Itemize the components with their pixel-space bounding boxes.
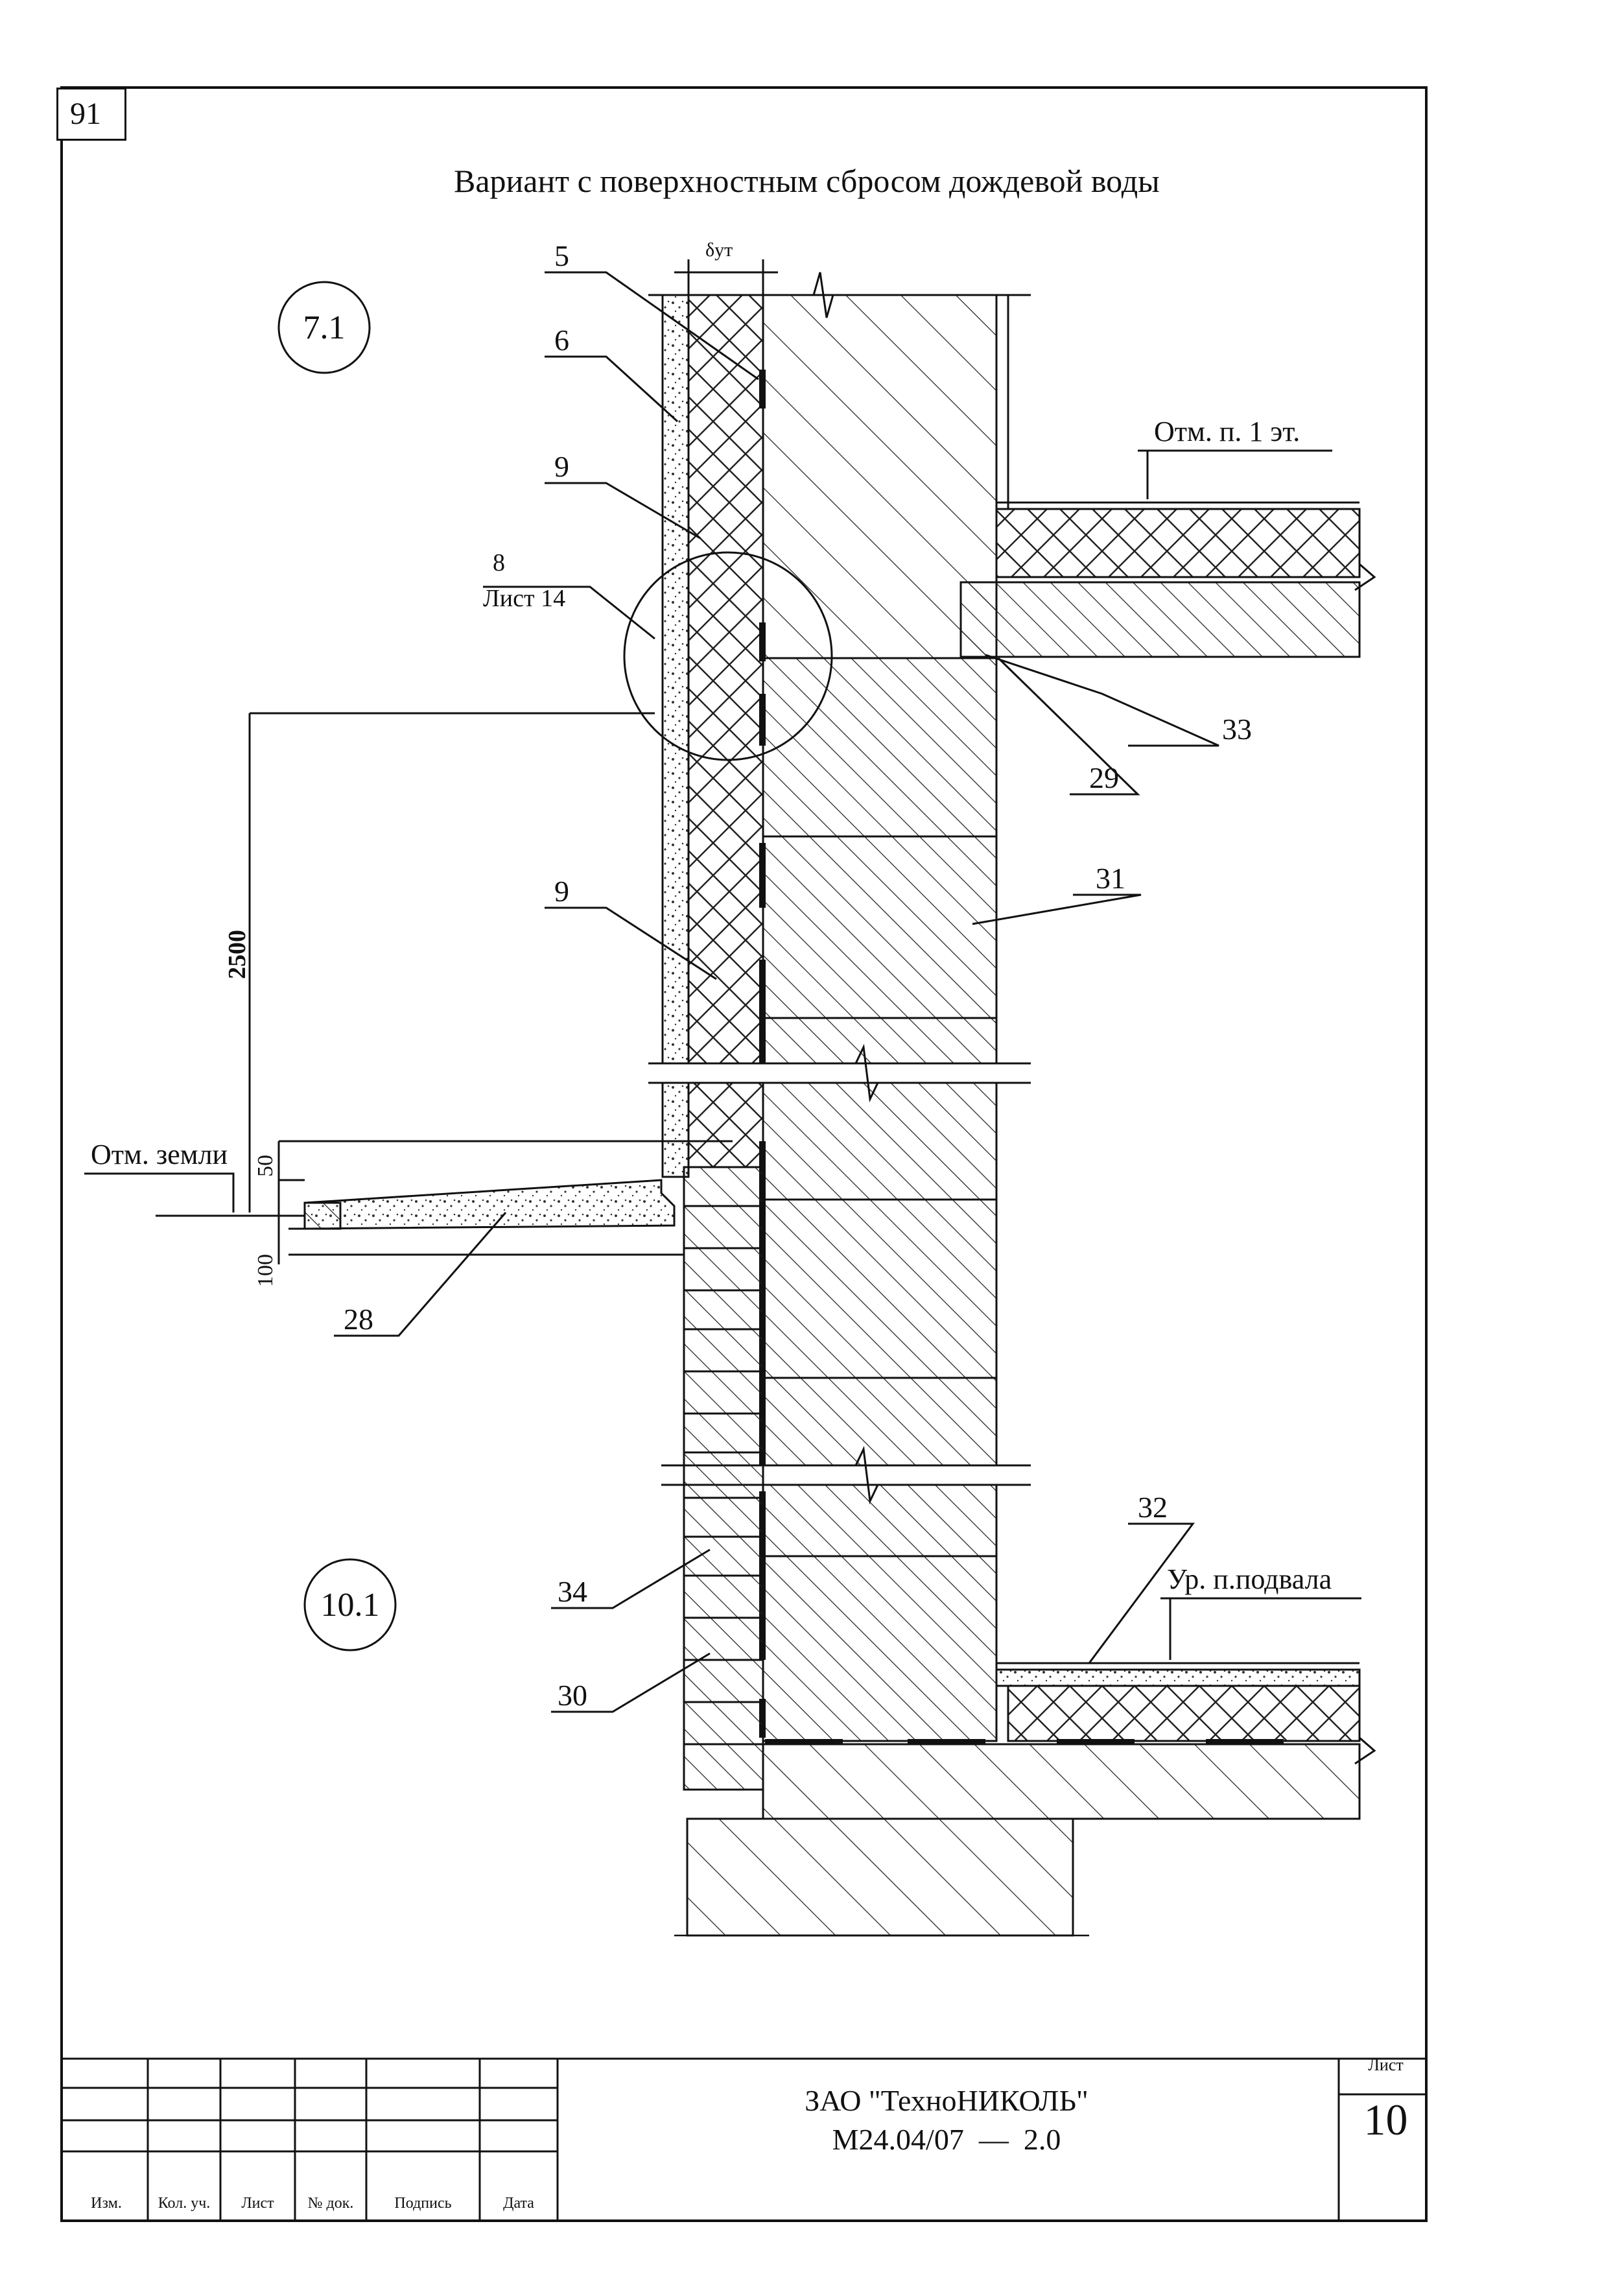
slab-break (1354, 563, 1376, 591)
level-ground: Отм. земли (91, 1139, 228, 1170)
stamp-col-change: Изм. (91, 2195, 122, 2212)
basement-insulation (1007, 1685, 1361, 1742)
callout-leaders (84, 271, 1361, 1713)
floor-slab (959, 581, 1361, 658)
dimension-50: 50 (253, 1155, 277, 1177)
callout-28: 28 (344, 1303, 373, 1336)
dimension-100: 100 (253, 1254, 277, 1287)
insulation-layer (687, 294, 764, 1168)
stamp-col-date: Дата (503, 2195, 534, 2212)
sheet-number: 10 (1363, 2095, 1408, 2144)
break-mark-top (812, 272, 834, 318)
callout-30: 30 (558, 1679, 587, 1712)
wall-break-1 (648, 1043, 1031, 1103)
callout-29: 29 (1089, 761, 1119, 794)
document-code: М24.04/07 — 2.0 (832, 2123, 1061, 2156)
curb-stone (303, 1201, 342, 1230)
sheet-label: Лист (1368, 2055, 1404, 2074)
level-first-floor: Отм. п. 1 эт. (1154, 416, 1300, 447)
basement-waterproofing (765, 1739, 1284, 1745)
callout-33: 33 (1222, 713, 1252, 746)
brick-courses (684, 1205, 763, 1745)
stamp-col-doc: № док. (307, 2195, 354, 2212)
detail-marker-7-1-label: 7.1 (303, 309, 346, 346)
title-block-company: ЗАО "ТехноНИКОЛЬ" М24.04/07 — 2.0 (558, 2081, 1336, 2159)
detail-marker-7-1 (277, 281, 371, 374)
block-joints (763, 835, 996, 1557)
sheet-frame (60, 86, 1428, 2222)
footing (686, 1817, 1074, 1937)
thickness-dimension (674, 259, 778, 295)
drawing-title: Вариант с поверхностным сбросом дождевой… (454, 163, 1160, 199)
stamp-col-signature: Подпись (394, 2195, 452, 2212)
callout-8: 8 (493, 549, 505, 576)
company-name: ЗАО "ТехноНИКОЛЬ" (805, 2084, 1089, 2117)
callout-32: 32 (1138, 1491, 1168, 1524)
dimension-2500-lines (248, 712, 733, 1264)
stamp-col-sheet: Лист (241, 2195, 274, 2212)
callout-5: 5 (554, 239, 569, 272)
basement-screed (995, 1668, 1361, 1687)
plaster-layer (661, 294, 690, 1178)
dimension-thickness: δут (705, 239, 733, 261)
foundation-slab (762, 1743, 1361, 1820)
foundation-break (1354, 1736, 1376, 1765)
title-block-grid (62, 2057, 1426, 2221)
sheet-corner-number: 91 (56, 88, 126, 141)
callout-9-top: 9 (554, 450, 569, 483)
dimension-2500: 2500 (224, 930, 251, 979)
level-basement: Ур. п.подвала (1167, 1563, 1332, 1595)
floor-insulation (995, 508, 1361, 578)
detail-marker-10-1-label: 10.1 (321, 1587, 380, 1624)
callout-9-mid: 9 (554, 875, 569, 908)
detail-marker-10-1 (303, 1558, 397, 1651)
callout-31: 31 (1096, 862, 1125, 895)
blind-area (303, 1179, 676, 1230)
brick-wall (683, 1166, 764, 1791)
callout-34: 34 (558, 1575, 587, 1608)
stamp-col-count: Кол. уч. (158, 2195, 211, 2212)
callout-6: 6 (554, 324, 569, 357)
detail-circle (623, 551, 833, 761)
callout-8-sheet: Лист 14 (483, 585, 565, 612)
